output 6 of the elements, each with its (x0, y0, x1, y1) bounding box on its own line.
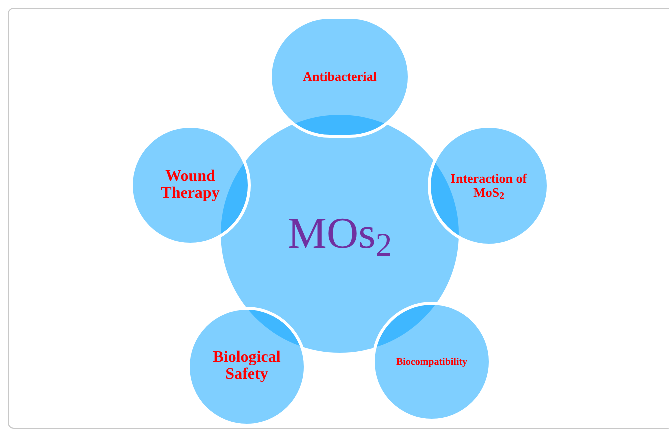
topic-label: Interaction of MoS$_{2}$ (450, 172, 528, 200)
center-title: MOs$_{2}$ (288, 208, 392, 266)
topic-label: Biological Safety (212, 350, 282, 384)
topic-label: Biocompatibility (396, 356, 468, 370)
topic-label: Antibacterial (303, 68, 377, 86)
topic-label: Wound Therapy (160, 168, 221, 202)
